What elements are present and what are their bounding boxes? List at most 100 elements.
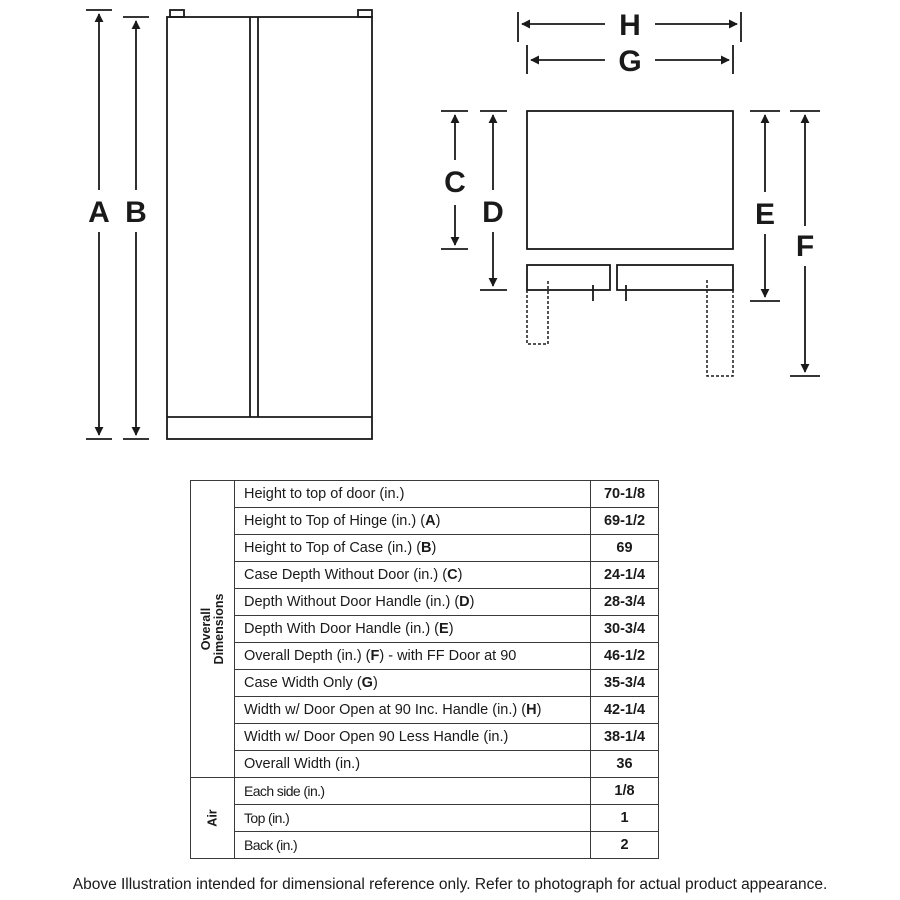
row-label-suffix: ) [431, 540, 437, 556]
dimension-label-a: A [88, 196, 110, 229]
table-row: Overall Depth (in.) (F) - with FF Door a… [191, 642, 659, 670]
row-value: 46-1/2 [590, 642, 659, 670]
row-value: 1/8 [590, 777, 659, 805]
row-label-text: Overall Width (in.) [244, 756, 361, 772]
row-label: Case Depth Without Door (in.) (C) [234, 561, 591, 589]
group-overall-dimensions: Overall Dimensions [190, 480, 235, 778]
row-label-suffix: ) [448, 621, 454, 637]
right-door-open-outline [706, 280, 734, 377]
row-label-text: Depth Without Door Handle (in.) ( [244, 594, 460, 610]
row-label: Overall Width (in.) [234, 750, 591, 778]
table-row: Depth With Door Handle (in.) (E)30-3/4 [191, 615, 659, 643]
row-dimension-letter: C [447, 567, 458, 583]
row-label: Height to Top of Case (in.) (B) [234, 534, 591, 562]
row-label-text: Height to Top of Case (in.) ( [244, 540, 422, 556]
group-label: Air [205, 809, 219, 827]
row-label: Depth With Door Handle (in.) (E) [234, 615, 591, 643]
left-door-top [526, 264, 611, 291]
row-dimension-letter: B [421, 540, 432, 556]
dimension-diagram: A B H G C [86, 9, 820, 440]
group-air: Air [190, 777, 235, 859]
table-row: Width w/ Door Open 90 Less Handle (in.) 3… [191, 723, 659, 751]
left-hinge-cap [169, 9, 185, 18]
right-door-top [616, 264, 734, 291]
dimension-b [123, 16, 149, 440]
row-label: Top (in.) [234, 804, 591, 832]
dimension-label-c: C [444, 166, 466, 199]
row-value: 30-3/4 [590, 615, 659, 643]
row-value: 24-1/4 [590, 561, 659, 589]
row-label-suffix: ) [536, 702, 542, 718]
dimension-label-f: F [796, 230, 814, 263]
row-label-text: Case Depth Without Door (in.) ( [244, 567, 448, 583]
dimension-a [86, 9, 112, 440]
row-value: 2 [590, 831, 659, 859]
row-dimension-letter: D [459, 594, 470, 610]
table-row: Depth Without Door Handle (in.) (D)28-3/… [191, 588, 659, 616]
dimension-label-g: G [618, 45, 641, 78]
fridge-top-view [526, 110, 734, 301]
row-label-text: Each side (in.) [244, 782, 325, 799]
dimension-d [480, 110, 507, 291]
dimension-e [750, 110, 780, 302]
row-label: Each side (in.) [234, 777, 591, 805]
row-value: 70-1/8 [590, 480, 659, 508]
row-value: 69-1/2 [590, 507, 659, 535]
row-label-suffix: ) [372, 675, 378, 691]
table-row: Case Width Only (G) 35-3/4 [191, 669, 659, 697]
row-label-text: Top (in.) [244, 809, 290, 826]
dimension-c [441, 110, 468, 250]
group-label: Overall Dimensions [198, 593, 226, 665]
row-label-text: Depth With Door Handle (in.) ( [244, 621, 440, 637]
dimensions-table: Overall Dimensions Height to top of door … [190, 480, 659, 859]
table-row: Height to Top of Case (in.) (B)69 [191, 534, 659, 562]
fridge-case-outline [166, 16, 373, 440]
table-row: Case Depth Without Door (in.) (C)24-1/4 [191, 561, 659, 589]
row-label: Height to Top of Hinge (in.) (A) [234, 507, 591, 535]
row-label-text: Width w/ Door Open at 90 Inc. Handle (in… [244, 702, 527, 718]
table-row: Back (in.) 2 [191, 831, 659, 859]
row-dimension-letter: F [370, 648, 380, 664]
fridge-front-view [166, 9, 373, 440]
open-door-outlines [526, 280, 734, 377]
row-label-text: Width w/ Door Open 90 Less Handle (in.) [244, 729, 509, 745]
row-label-text: Overall Depth (in.) ( [244, 648, 371, 664]
row-label-text: Back (in.) [244, 836, 298, 853]
table-row: Width w/ Door Open at 90 Inc. Handle (in… [191, 696, 659, 724]
row-dimension-letter: H [526, 702, 537, 718]
dimension-label-b: B [125, 196, 147, 229]
row-dimension-letter: G [361, 675, 373, 691]
row-value: 36 [590, 750, 659, 778]
row-label: Width w/ Door Open at 90 Inc. Handle (in… [234, 696, 591, 724]
dimension-h [517, 12, 742, 42]
table-row: Overall Width (in.) 36 [191, 750, 659, 778]
row-value: 1 [590, 804, 659, 832]
row-label: Width w/ Door Open 90 Less Handle (in.) [234, 723, 591, 751]
right-hinge-cap [357, 9, 373, 18]
case-top-outline [526, 110, 734, 250]
table-row: Air Each side (in.) 1/8 [190, 777, 659, 859]
table-row: Overall Dimensions Height to top of door … [190, 480, 659, 778]
dimension-g [526, 45, 734, 74]
row-label-text: Case Width Only ( [244, 675, 362, 691]
left-door-open-outline [526, 280, 549, 345]
row-label-suffix: ) - with FF Door at 90 [379, 648, 517, 664]
dimension-label-h: H [619, 9, 641, 42]
row-value: 35-3/4 [590, 669, 659, 697]
row-label-text: Height to top of door (in.) [244, 486, 405, 502]
row-value: 69 [590, 534, 659, 562]
dimension-label-e: E [755, 198, 775, 231]
row-dimension-letter: A [425, 513, 436, 529]
dimension-label-d: D [482, 196, 504, 229]
row-label-text: Height to Top of Hinge (in.) ( [244, 513, 426, 529]
row-label: Back (in.) [234, 831, 591, 859]
row-value: 42-1/4 [590, 696, 659, 724]
row-value: 38-1/4 [590, 723, 659, 751]
row-label-suffix: ) [435, 513, 441, 529]
row-value: 28-3/4 [590, 588, 659, 616]
row-label: Height to top of door (in.) [234, 480, 591, 508]
footnote: Above Illustration intended for dimensio… [72, 876, 828, 893]
row-label-suffix: ) [469, 594, 475, 610]
row-label: Depth Without Door Handle (in.) (D) [234, 588, 591, 616]
row-label: Overall Depth (in.) (F) - with FF Door a… [234, 642, 591, 670]
